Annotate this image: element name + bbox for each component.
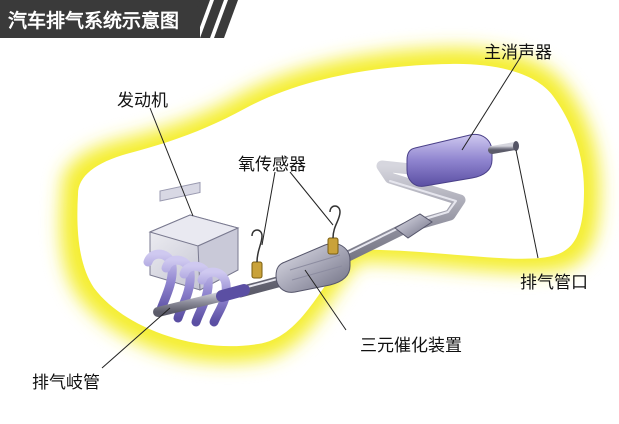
label-oxygen-sensor: 氧传感器 bbox=[238, 155, 306, 175]
label-exhaust-manifold: 排气岐管 bbox=[32, 373, 100, 393]
label-tailpipe: 排气管口 bbox=[520, 273, 588, 293]
catalytic-converter-shape bbox=[275, 213, 433, 293]
label-main-muffler: 主消声器 bbox=[484, 43, 552, 63]
oxygen-sensor-rear bbox=[327, 205, 341, 255]
leader-catalytic bbox=[304, 269, 347, 331]
exhaust-manifold-shape bbox=[143, 249, 250, 327]
title-stripes bbox=[196, 0, 238, 38]
leader-manifold bbox=[101, 307, 171, 369]
leader-tailpipe bbox=[515, 149, 539, 259]
oxygen-sensor-front bbox=[251, 229, 263, 279]
leader-muffler bbox=[461, 57, 521, 151]
leader-engine bbox=[149, 107, 194, 217]
label-catalytic-converter: 三元催化装置 bbox=[360, 336, 462, 356]
main-muffler-shape bbox=[406, 133, 519, 187]
diagram-title: 汽车排气系统示意图 bbox=[8, 10, 180, 32]
leader-oxygen-2 bbox=[289, 171, 334, 226]
title-banner bbox=[0, 0, 200, 38]
label-engine: 发动机 bbox=[117, 91, 168, 111]
leader-oxygen-1 bbox=[261, 171, 276, 246]
leader-lines bbox=[101, 57, 539, 369]
